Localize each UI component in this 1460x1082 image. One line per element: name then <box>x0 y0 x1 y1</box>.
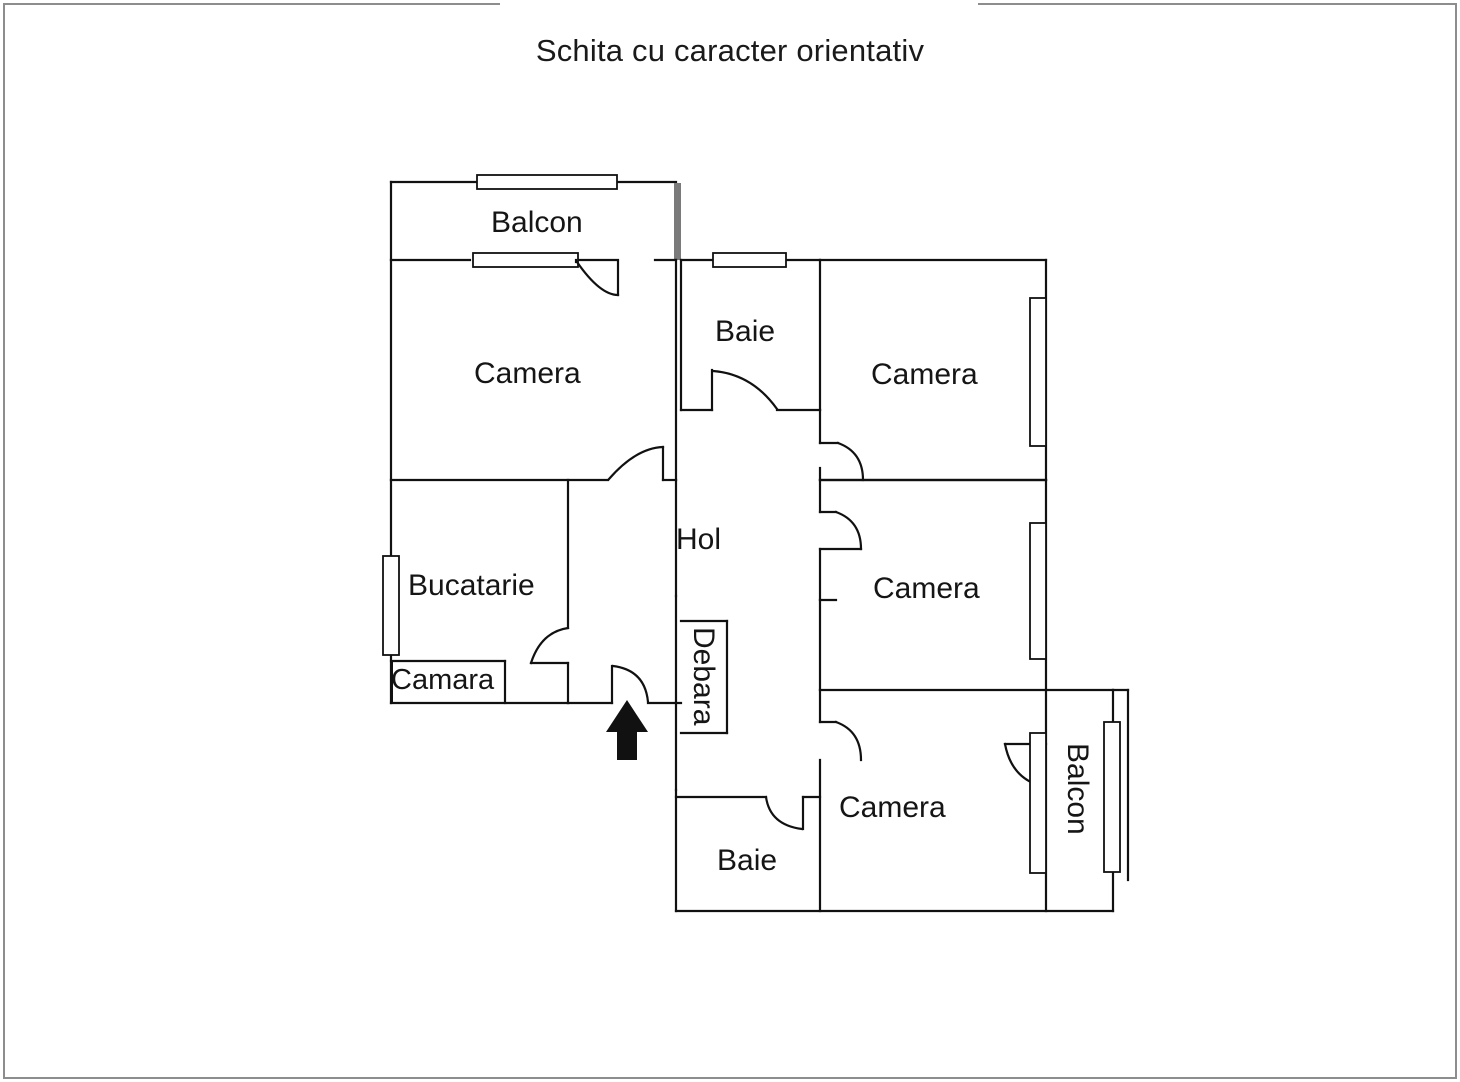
balcon-bottom-railing-outer <box>1103 721 1121 873</box>
room-label-camera-bottom: Camera <box>839 791 946 824</box>
wall-balcon-top-right-thick <box>674 183 681 260</box>
entrance-arrow <box>606 700 648 760</box>
window-camera-top-right <box>1029 297 1047 447</box>
page-border-left <box>3 3 5 1079</box>
door-arc-bucatarie <box>529 626 570 665</box>
window-baie-top <box>712 252 787 268</box>
window-camera-mid-right <box>1029 522 1047 660</box>
room-label-hol: Hol <box>676 523 722 556</box>
room-label-debara: Debara <box>687 627 720 726</box>
page-border-right <box>1455 3 1457 1079</box>
room-label-baie-top: Baie <box>715 315 776 348</box>
balcon-top-railing <box>476 174 618 190</box>
door-arc-baie-top <box>711 369 779 411</box>
entrance-arrow-shape <box>606 700 648 760</box>
walls-group <box>382 174 1130 913</box>
room-label-baie-bottom: Baie <box>717 844 778 877</box>
door-arc-entry <box>611 664 650 704</box>
page-border-bottom <box>3 1077 1457 1079</box>
window-camera-top-left <box>472 252 579 268</box>
door-arc-baie-bottom <box>764 795 804 831</box>
camara-label-box <box>392 661 505 703</box>
window-bucatarie <box>382 555 400 656</box>
page-border-top-right <box>978 3 1457 5</box>
door-arc-camera-bottom <box>834 720 863 762</box>
door-arc-balcon <box>575 260 620 297</box>
room-label-camera-mid-right: Camera <box>873 572 980 605</box>
room-label-balcon-bottom: Balcon <box>1061 743 1094 835</box>
room-label-camera-top-right: Camera <box>871 358 978 391</box>
page-border-top-left <box>3 3 500 5</box>
room-label-camera-top-left: Camera <box>474 357 581 390</box>
room-label-camara: Camara <box>391 664 495 696</box>
room-label-balcon-top: Balcon <box>491 206 583 239</box>
room-label-bucatarie: Bucatarie <box>408 569 535 602</box>
balcon-bottom-railing-inner <box>1029 732 1047 874</box>
door-arc-camera-tr <box>836 441 865 482</box>
door-arc-camera-mid <box>834 510 863 551</box>
door-arc-camera-tl <box>607 445 665 481</box>
page-title: Schita cu caracter orientativ <box>535 33 925 68</box>
